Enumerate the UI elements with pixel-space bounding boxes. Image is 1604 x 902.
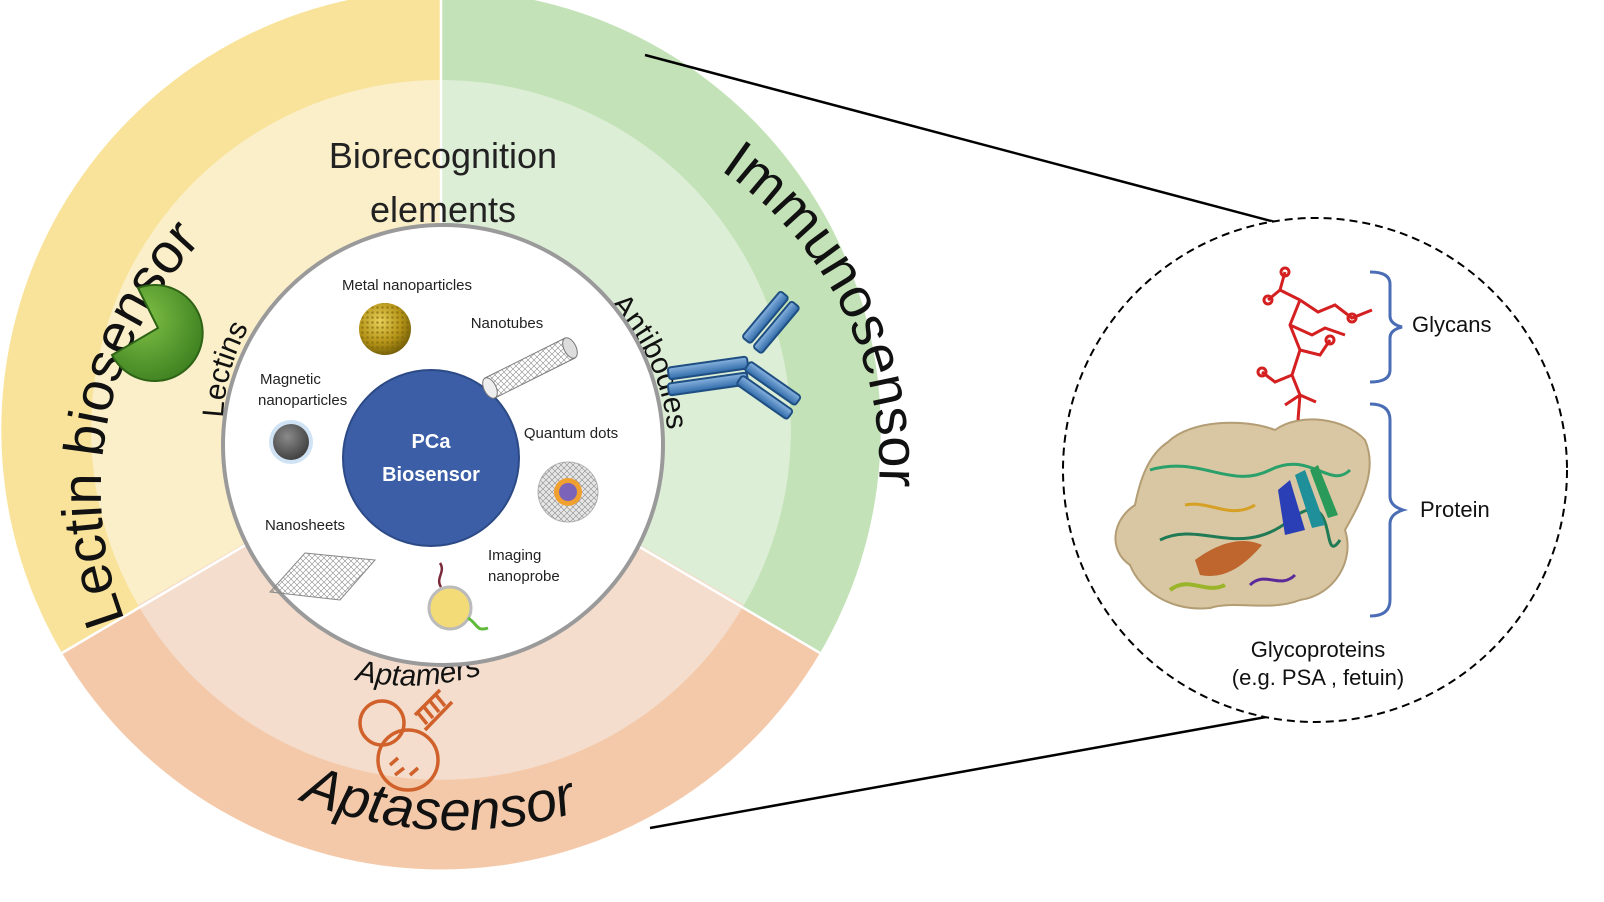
quantum-dots-label: Quantum dots: [524, 425, 618, 442]
magnetic-label-line2: nanoparticles: [258, 392, 347, 409]
protein-structure-icon: [1114, 418, 1371, 610]
center-line2: Biosensor: [382, 464, 480, 486]
center-line1: PCa: [412, 431, 452, 453]
aptamer-hairpin-icon: [358, 688, 454, 792]
metal-nanoparticles-label: Metal nanoparticles: [342, 277, 472, 294]
nanotube-icon: [482, 337, 578, 399]
ring-title-line1: Biorecognition: [329, 135, 557, 176]
nanosheets-label: Nanosheets: [265, 517, 345, 534]
imaging-label-line2: nanoprobe: [488, 568, 560, 585]
glycans-bracket: [1369, 270, 1403, 384]
glycan-structure-icon: [1256, 266, 1373, 421]
glycans-label: Glycans: [1412, 312, 1491, 337]
center-pca-biosensor: PCa Biosensor: [342, 369, 520, 547]
nanotubes-label: Nanotubes: [471, 315, 544, 332]
pacman-lectin-icon: [110, 284, 204, 382]
protein-bracket: [1369, 402, 1409, 618]
antibody-icon: [666, 291, 802, 420]
glycoproteins-caption-line2: (e.g. PSA , fetuin): [1232, 665, 1404, 690]
zoom-connector-top: [644, 53, 1306, 232]
zoom-connector-bottom: [649, 708, 1306, 830]
magnetic-nanoparticle-icon: [269, 420, 313, 464]
quantum-dot-icon: [537, 461, 599, 523]
magnetic-label-line1: Magnetic: [260, 371, 321, 388]
imaging-label-line1: Imaging: [488, 547, 541, 564]
metal-nanoparticle-icon: [359, 303, 411, 355]
nanosheet-icon: [268, 552, 377, 601]
glycoproteins-caption-line1: Glycoproteins: [1251, 637, 1386, 662]
imaging-nanoprobe-icon: [427, 562, 489, 631]
protein-label: Protein: [1420, 497, 1490, 522]
